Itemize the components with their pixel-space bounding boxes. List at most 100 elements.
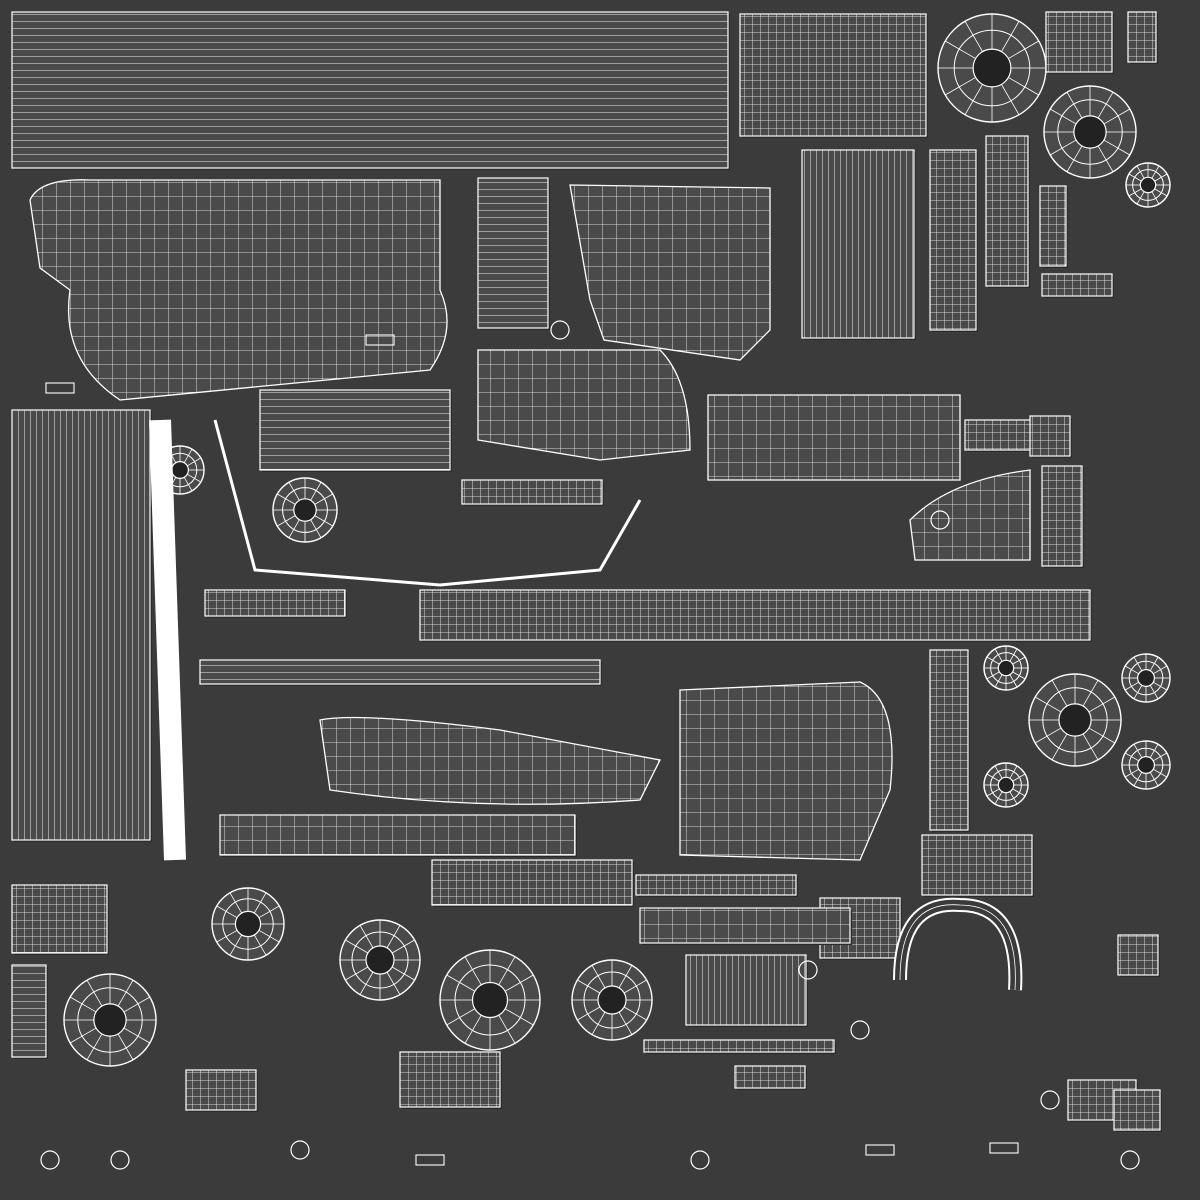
uv-spoke [1034,727,1062,744]
gear-icon [550,320,570,340]
uv-spoke [1097,91,1114,119]
uv-spoke [386,971,401,995]
uv-island-wire [801,149,915,339]
uv-spoke [253,934,267,956]
uv-spoke [1009,791,1018,805]
uv-spoke [187,473,201,483]
uv-spoke [1149,657,1159,671]
uv-island-wire [219,814,576,856]
uv-island-curve [899,904,1016,991]
uv-island-wire [199,659,601,685]
uv-island-wire [29,179,448,401]
uv-island-wire [707,394,961,481]
uv-spoke [464,1014,482,1044]
uv-island-wire [1045,11,1113,73]
uv-island-28 [1136,755,1155,774]
uv-spoke [288,482,300,501]
uv-spoke [187,457,201,467]
uv-island-wire [734,1065,806,1089]
uv-spoke [1051,679,1068,707]
gear-icon [110,1150,130,1170]
uv-island-wire [985,135,1029,287]
uv-island-wire [319,716,661,805]
uv-spoke [1001,84,1020,115]
gear-icon [850,1020,870,1040]
uv-spoke [577,979,601,994]
uv-spoke [216,929,238,943]
uv-spoke [618,1011,633,1035]
uv-spoke [1009,648,1018,662]
gear-icon [798,960,818,980]
uv-spoke [1128,173,1142,182]
uv-island-38 [365,945,395,975]
uv-spoke [386,925,401,949]
uv-spoke [123,1027,151,1044]
uv-island-wire [739,13,927,137]
uv-spoke [359,925,374,949]
uv-spoke [986,656,1000,665]
uv-island-wire [1117,934,1159,976]
uv-spoke [945,77,976,96]
uv-spoke [288,519,300,538]
uv-spoke [994,765,1003,779]
uv-island-wire [1029,415,1071,457]
bolt-icon [865,1144,895,1156]
uv-island-34 [471,981,509,1019]
uv-spoke [391,939,415,954]
uv-spoke [1001,21,1020,52]
uv-spoke [986,671,1000,680]
uv-spoke [964,84,983,115]
uv-island-wire [477,177,549,329]
uv-spoke [1125,665,1139,675]
uv-spoke [117,1033,134,1061]
uv-spoke [504,1008,534,1026]
uv-spoke [994,674,1003,688]
uv-island-wire [643,1039,835,1053]
uv-island-wire [11,409,151,841]
uv-spoke [1154,188,1168,197]
uv-spoke [1133,744,1143,758]
uv-island-46 [293,498,317,522]
uv-island-42 [234,910,262,938]
uv-spoke [1154,173,1168,182]
uv-island-48 [1139,176,1157,194]
bolt-icon [989,1142,1019,1154]
uv-spoke [1009,674,1018,688]
uv-island-wire [431,859,633,906]
uv-spoke [229,892,243,914]
uv-spoke [86,979,103,1007]
uv-island-wire [1041,273,1113,297]
uv-spoke [1125,768,1139,778]
uv-spoke [1133,657,1143,671]
uv-island-wire [461,479,603,505]
uv-spoke [1153,752,1167,762]
uv-spoke [1082,733,1099,761]
uv-spoke [1149,685,1159,699]
uv-spoke [1153,665,1167,675]
uv-island-wire [11,11,729,169]
uv-spoke [1125,681,1139,691]
gear-icon [1120,1150,1140,1170]
uv-spoke [623,1006,647,1021]
uv-island-wire [477,349,691,461]
uv-spoke [1066,91,1083,119]
uv-spoke [1125,752,1139,762]
uv-spoke [1128,188,1142,197]
uv-spoke [253,892,267,914]
uv-spoke [69,996,97,1013]
uv-island-44 [171,461,190,480]
uv-island-wire [964,419,1041,451]
uv-spoke [1012,656,1026,665]
uv-spoke [986,788,1000,797]
uv-spoke [1133,772,1143,786]
uv-island-32 [997,776,1015,794]
uv-island-wire [635,874,797,896]
uv-island-wire [11,964,47,1058]
uv-spoke [945,40,976,59]
uv-spoke [359,971,374,995]
bolt-icon [365,334,395,346]
uv-spoke [1103,139,1131,156]
uv-spoke [314,515,333,527]
uv-island-40 [93,1003,127,1037]
uv-island-26 [1136,668,1155,687]
